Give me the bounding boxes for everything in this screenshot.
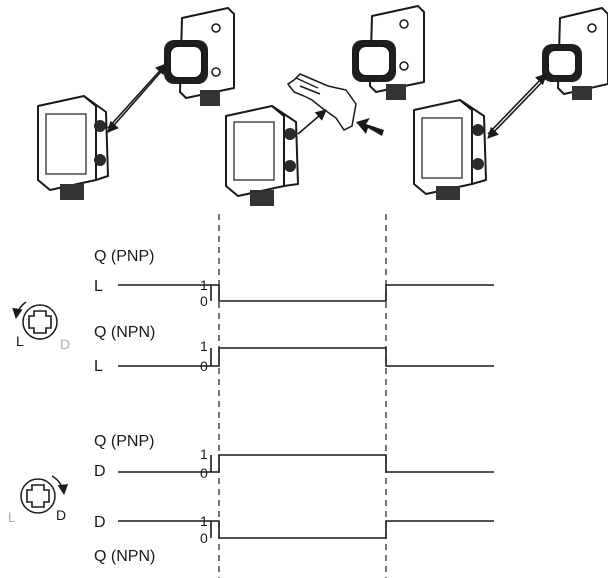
tick-0-label: 0	[200, 465, 208, 481]
level-label-l: L	[94, 278, 103, 295]
level-label-l: L	[94, 358, 103, 375]
signal-trace-light-npn	[118, 347, 494, 367]
sensor-receiver-icon	[542, 7, 608, 100]
level-label-d: D	[94, 463, 106, 480]
q-npn-label: Q (NPN)	[94, 324, 155, 341]
signal-trace-dark-npn	[118, 520, 494, 539]
level-label-d: D	[94, 514, 106, 531]
arrow-icon	[356, 118, 384, 136]
signal-trace-light-pnp	[118, 284, 494, 302]
dial-label-d: D	[60, 336, 70, 352]
illustration-right-pair	[413, 7, 608, 200]
tick-0-label: 0	[200, 530, 208, 546]
hand-icon	[286, 73, 357, 131]
dark-operate-group: Q (PNP) 1 D 0 D 1 0 Q (NPN) L D	[8, 433, 494, 565]
sensor-receiver-icon	[352, 5, 425, 100]
sensor-receiver-icon	[164, 7, 235, 106]
q-pnp-label: Q (PNP)	[94, 248, 154, 265]
dial-label-d: D	[56, 507, 66, 523]
q-pnp-label: Q (PNP)	[94, 433, 154, 450]
tick-0-label: 0	[200, 293, 208, 309]
illustration-interrupted-beam	[225, 5, 425, 206]
tick-1-label: 1	[200, 338, 208, 354]
dial-label-l: L	[16, 333, 24, 349]
dial-label-l: L	[8, 509, 16, 525]
light-operate-group: Q (PNP) L 1 0 Q (NPN) 1 L 0 L D	[12, 248, 494, 375]
q-npn-label: Q (NPN)	[94, 548, 155, 565]
sensor-emitter-icon	[413, 99, 487, 200]
sensor-emitter-icon	[225, 105, 299, 206]
sensor-emitter-icon	[37, 95, 109, 200]
signal-trace-dark-pnp	[118, 454, 494, 473]
potentiometer-dial-icon	[12, 301, 58, 340]
tick-1-label: 1	[200, 446, 208, 462]
illustration-clear-beam	[37, 7, 235, 200]
potentiometer-dial-icon	[20, 475, 69, 514]
